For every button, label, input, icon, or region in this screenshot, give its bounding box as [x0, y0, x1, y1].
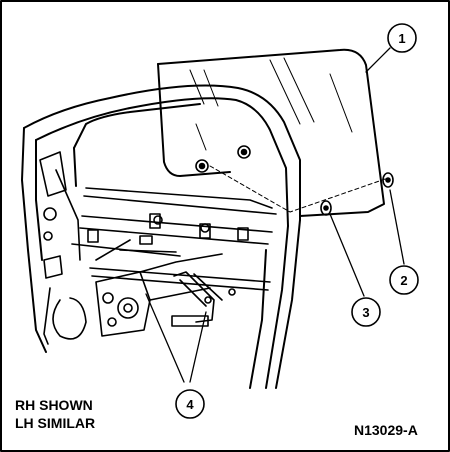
callout-1-label: 1 [398, 31, 405, 46]
glass-bushing [320, 200, 332, 216]
caption-lh-similar: LH SIMILAR [15, 415, 96, 431]
door-hinge-area [39, 151, 87, 345]
callout-leaders [145, 47, 405, 383]
glass-mount-holes [195, 145, 251, 173]
callout-2-label: 2 [400, 273, 407, 288]
callout-3: 3 [351, 297, 381, 327]
callout-2: 2 [389, 265, 419, 295]
figure-code: N13029-A [354, 422, 418, 438]
door-glass [157, 48, 385, 217]
callout-4: 4 [175, 389, 205, 419]
callout-4-label: 4 [186, 397, 194, 412]
caption-rh-shown: RH SHOWN [15, 397, 93, 413]
glass-retaining-nut [382, 172, 394, 188]
door-inner-panel [71, 187, 277, 291]
callout-3-label: 3 [362, 305, 369, 320]
window-regulator [95, 239, 236, 337]
door-frame [21, 84, 301, 389]
callout-1: 1 [387, 23, 417, 53]
install-guide-line [209, 165, 389, 213]
